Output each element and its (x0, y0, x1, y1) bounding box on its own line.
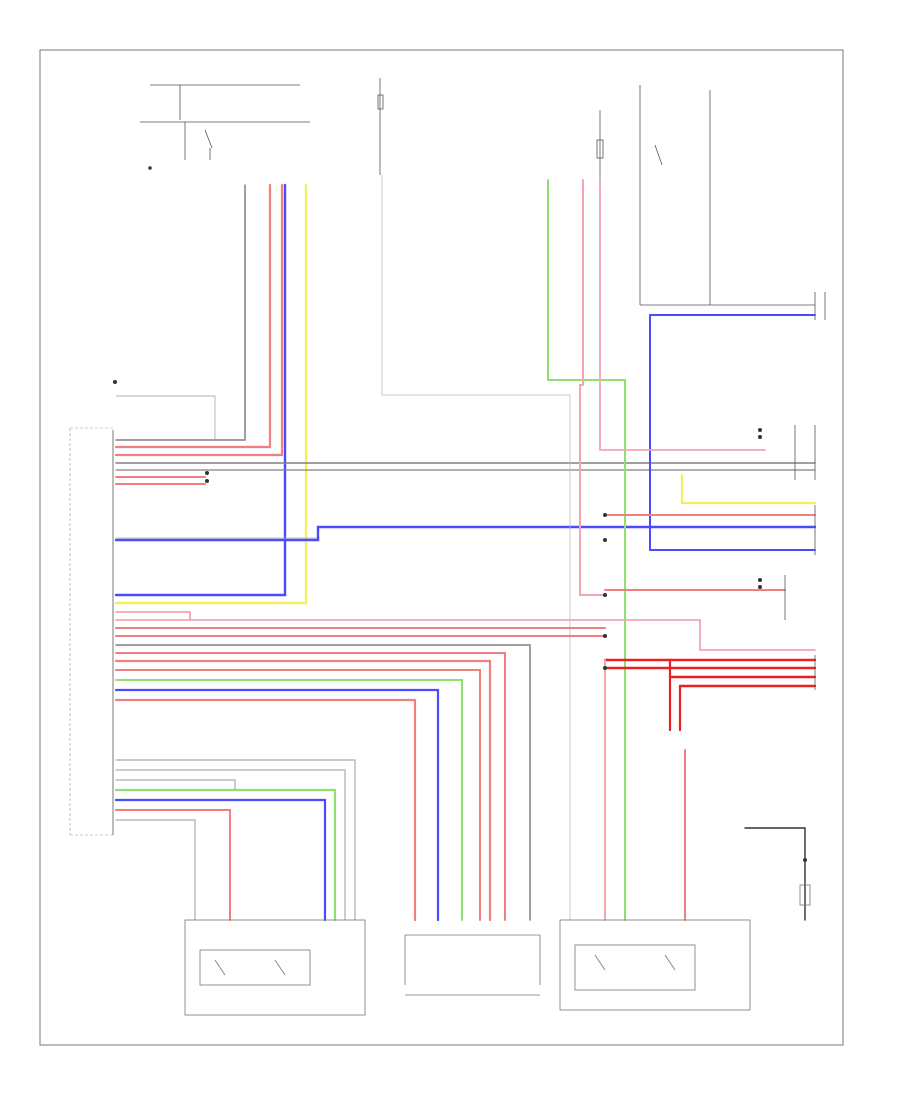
right-connector-low (784, 505, 816, 690)
wire-pink-upper-right (599, 179, 766, 451)
right-connector-mid (794, 425, 816, 480)
top-fuse-block-left (140, 84, 310, 170)
wire-relay-top (115, 395, 216, 441)
wire-gray-row-5 (115, 644, 531, 921)
wire-gray-bottom-2 (115, 769, 346, 921)
wires (114, 174, 817, 922)
top-fuse-block-mid (377, 78, 384, 175)
wire-red-row-11 (114, 698, 417, 922)
wire-yellow-vertical (114, 183, 308, 605)
splice-points (113, 380, 807, 862)
wire-red-bottom-1 (115, 809, 231, 921)
wire-green-vertical (547, 179, 626, 921)
wire-blue-long (114, 525, 817, 542)
wire-gray-dotted (381, 174, 571, 921)
wire-bright-red-drop (668, 658, 682, 732)
wire-yellow-right (680, 473, 817, 505)
wire-red-vertical-2 (114, 183, 284, 457)
wire-red-vertical-1 (114, 183, 272, 449)
wire-pink-row-2 (115, 619, 816, 651)
wire-black-right-lower (744, 827, 806, 921)
lower-middle-component (404, 934, 541, 996)
wire-red-row-8 (115, 669, 481, 921)
ecm-block (69, 427, 114, 836)
wire-gray-vertical-1 (115, 184, 246, 441)
wire-blue-row-10 (114, 688, 440, 922)
wire-green-row-9 (115, 679, 463, 921)
wire-gray-bottom-4 (115, 819, 196, 921)
lower-left-component (184, 919, 366, 1016)
wire-pink-vertical (579, 179, 606, 596)
wire-blue-bottom (114, 798, 327, 922)
wire-blue-vertical (114, 183, 287, 597)
right-connector-top (814, 292, 826, 320)
wire-pink-row-1 (115, 611, 191, 621)
diagram-frame (39, 49, 844, 1046)
wire-gray-bottom-3 (115, 779, 236, 791)
lower-right-component (559, 884, 811, 1011)
wire-green-bottom (114, 788, 337, 922)
wire-gray-bottom-1 (115, 759, 356, 921)
wire-red-row-7 (114, 659, 492, 922)
wire-blue-right (649, 314, 816, 551)
wire-red-row-6 (115, 652, 506, 921)
top-fuse-block-right (596, 85, 815, 306)
